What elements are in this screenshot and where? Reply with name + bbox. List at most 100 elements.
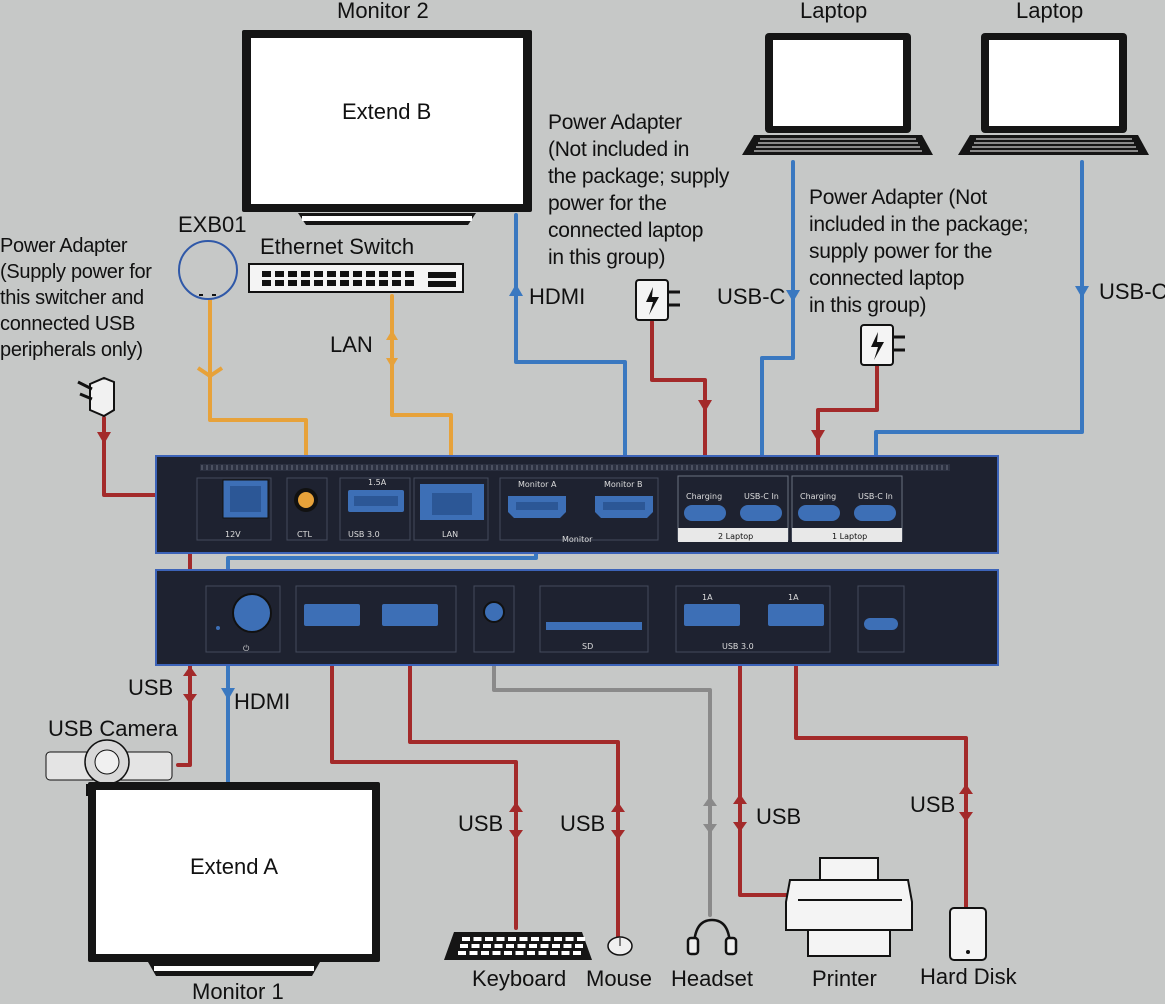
rear-group2-label: 2 Laptop (718, 532, 753, 541)
keyboard-key (460, 944, 468, 948)
keyboard-key (506, 944, 514, 948)
rear-lan-label: LAN (442, 530, 458, 539)
keyboard-key (462, 937, 470, 941)
power-adapter-group1-icon (860, 324, 905, 366)
group1-power-note-line: supply power for the (809, 240, 993, 263)
ethernet-switch-label: Ethernet Switch (260, 234, 415, 259)
keyboard-key (575, 944, 583, 948)
front-usb-label: USB 3.0 (722, 642, 754, 651)
keyboard-key (504, 951, 512, 955)
hdmi-bottom-connection-label: HDMI (234, 689, 291, 714)
monitor-1-title: Monitor 1 (192, 979, 284, 1004)
switch-port (366, 280, 375, 286)
switch-port (340, 271, 349, 277)
exb01-label: EXB01 (178, 212, 247, 237)
keyboard-key (565, 937, 574, 941)
rear-charging-1: Charging (800, 492, 836, 501)
cable-arrows (97, 284, 1089, 840)
group1-power-note-line: connected laptop (809, 267, 965, 290)
printer-device (785, 857, 913, 957)
usb-mouse-connection-label: USB (560, 811, 606, 836)
mouse-label: Mouse (586, 966, 653, 991)
rear-monitor-b-label: Monitor B (604, 480, 642, 489)
rear-usb-rating: 1.5A (368, 478, 387, 487)
switcher-power-note-line: this switcher and (0, 287, 144, 309)
keyboard-key (561, 951, 570, 955)
rear-12v-label: 12V (225, 530, 241, 539)
usb-keyboard-connection-label: USB (458, 811, 504, 836)
switch-port (392, 280, 401, 286)
switch-port (353, 280, 362, 286)
headset-label: Headset (671, 966, 753, 991)
monitor-2 (242, 30, 532, 225)
front-sd-label: SD (582, 642, 593, 651)
laptop-right-title: Laptop (1016, 0, 1084, 23)
group2-power-note-line: in this group) (548, 246, 666, 269)
keyboard-key (483, 944, 491, 948)
monitor-2-screen-label: Extend B (342, 99, 432, 124)
rear-ctl-label: CTL (297, 530, 312, 539)
switch-port (340, 280, 349, 286)
switch-port (314, 280, 323, 286)
headset-device (686, 918, 738, 956)
monitor-1-screen-label: Extend A (190, 854, 279, 879)
keyboard-key (563, 944, 572, 948)
switcher-power-note-line: (Supply power for (0, 261, 152, 283)
monitor-2-title: Monitor 2 (337, 0, 429, 23)
lan-connection-label: LAN (330, 332, 373, 357)
usbc-left-connection-label: USB-C (717, 284, 786, 309)
rear-monitor-group-label: Monitor (562, 535, 593, 544)
keyboard-key (519, 937, 528, 941)
switcher-power-note: Power Adapter (Supply power for this swi… (0, 236, 152, 360)
hdmi-top-connection-label: HDMI (529, 284, 586, 309)
exb01-device (178, 240, 238, 300)
usb-camera-connection-label: USB (128, 675, 174, 700)
usb-camera (45, 739, 173, 796)
keyboard-key (515, 951, 524, 955)
group2-power-note-line: Power Adapter (548, 111, 682, 134)
switch-port (301, 271, 310, 277)
printer-label: Printer (812, 966, 877, 991)
switcher-front-panel (155, 569, 999, 666)
group2-power-note: Power Adapter (Not included in the packa… (548, 112, 729, 268)
keyboard-key (508, 937, 516, 941)
keyboard-key (458, 951, 466, 955)
group1-power-note-line: Power Adapter (Not (809, 186, 987, 209)
keyboard-key (471, 944, 480, 948)
switch-port (405, 280, 414, 286)
keyboard-key (531, 937, 539, 941)
usb-printer-connection-label: USB (756, 804, 802, 829)
rear-group1-label: 1 Laptop (832, 532, 867, 541)
keyboard-key (496, 937, 505, 941)
rear-usbc-in-1: USB-C In (858, 492, 893, 501)
group1-power-note-line: included in the package; (809, 213, 1029, 236)
switch-port (379, 280, 388, 286)
keyboard-key (552, 944, 560, 948)
cable-power-group2 (650, 320, 707, 514)
laptop-left (742, 33, 933, 155)
front-usb-rating-2: 1A (788, 593, 799, 602)
switch-port (379, 271, 388, 277)
switcher-power-note-line: Power Adapter (0, 235, 128, 257)
switch-port (353, 271, 362, 277)
usb-harddisk-connection-label: USB (910, 792, 956, 817)
switch-port (405, 271, 414, 277)
rear-usb-label: USB 3.0 (348, 530, 380, 539)
keyboard-key (469, 951, 478, 955)
switch-port (301, 280, 310, 286)
group1-power-note-line: in this group) (809, 294, 927, 317)
keyboard-key (529, 944, 537, 948)
keyboard-key (550, 951, 558, 955)
cable-usbc-laptop-left (760, 160, 795, 514)
switch-port (327, 280, 336, 286)
group1-power-note: Power Adapter (Not included in the packa… (809, 186, 1029, 317)
switch-port (275, 271, 284, 277)
keyboard-device (444, 932, 592, 960)
keyboard-key (573, 951, 581, 955)
switch-port (288, 280, 297, 286)
hard-disk-label: Hard Disk (920, 964, 1017, 989)
keyboard-key (492, 951, 501, 955)
switcher-power-note-line: connected USB (0, 313, 136, 335)
mouse-device (607, 936, 633, 956)
group2-power-note-line: (Not included in (548, 138, 690, 161)
